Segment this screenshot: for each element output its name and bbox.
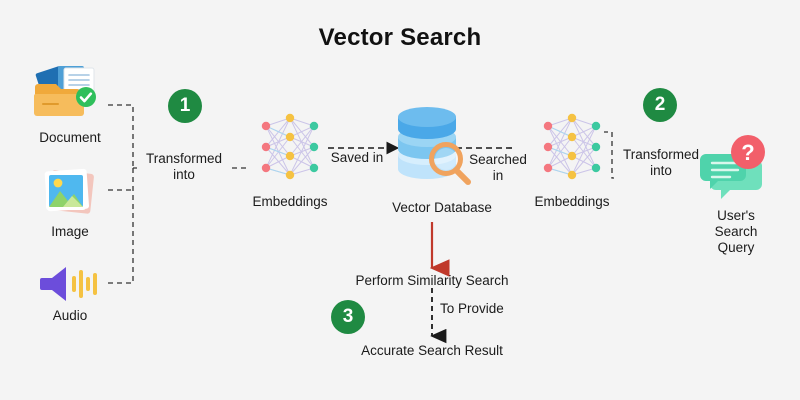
embeddings-right-icon bbox=[534, 108, 610, 186]
user-query-label: User's Search Query bbox=[714, 208, 758, 255]
embeddings-right-label: Embeddings bbox=[534, 194, 610, 209]
source-audio-icon bbox=[36, 262, 108, 306]
connector-label-saved-in: Saved in bbox=[330, 150, 384, 165]
search-result-label: Accurate Search Result bbox=[361, 343, 503, 358]
source-image-icon bbox=[38, 166, 104, 222]
source-audio-label: Audio bbox=[52, 308, 88, 323]
connector-label-transformed-into-left: Transformed into bbox=[137, 150, 231, 184]
page-title: Vector Search bbox=[318, 24, 482, 51]
embeddings-left-icon bbox=[252, 108, 328, 186]
step-badge-1: 1 bbox=[168, 89, 202, 123]
source-document-icon bbox=[30, 62, 110, 124]
vector-database-label: Vector Database bbox=[392, 200, 492, 215]
embeddings-left-label: Embeddings bbox=[252, 194, 328, 209]
connector-label-to-provide: To Provide bbox=[440, 301, 504, 316]
svg-text:?: ? bbox=[741, 140, 754, 165]
vector-database-icon bbox=[390, 103, 480, 195]
source-image-label: Image bbox=[51, 224, 89, 239]
similarity-search-label: Perform Similarity Search bbox=[355, 273, 509, 288]
step-badge-2: 2 bbox=[643, 88, 677, 122]
connector-label-transformed-into-right: Transformed into bbox=[614, 146, 708, 180]
step-badge-3: 3 bbox=[331, 300, 365, 334]
source-document-label: Document bbox=[39, 130, 101, 145]
user-query-icon: ? bbox=[700, 134, 772, 202]
connector-label-searched-in: Searched in bbox=[469, 152, 527, 183]
